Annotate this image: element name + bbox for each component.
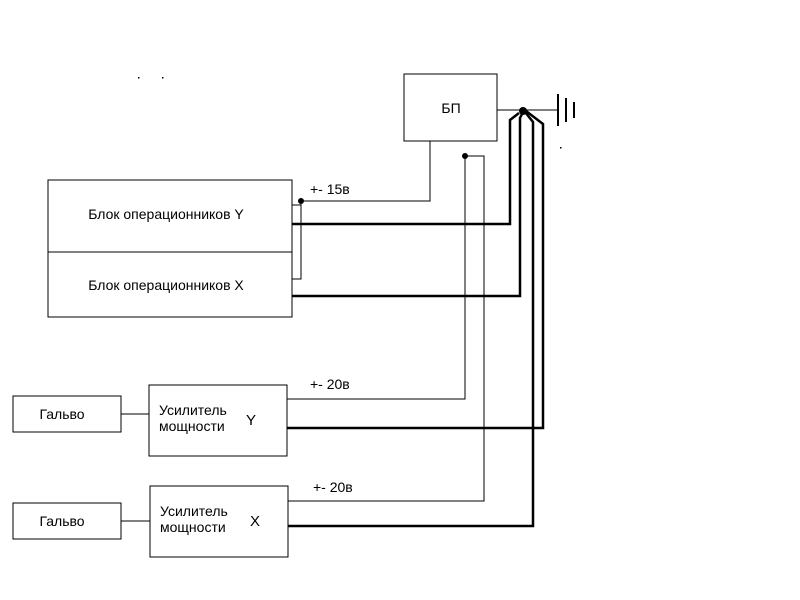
- galvo-x-label: Гальво: [39, 513, 84, 529]
- opamp-box: [47, 179, 293, 318]
- galvo-y-block: Гальво: [12, 395, 122, 433]
- supply-20v-y-wire: [287, 156, 466, 400]
- amp-x-label-line1: Усилитель: [160, 503, 228, 519]
- ground-return-opamp-y: [292, 112, 520, 226]
- amp-y-axis-label: Y: [246, 412, 256, 429]
- supply-15v-junction: [298, 198, 304, 204]
- opamp-y-label: Блок операционников Y: [88, 206, 244, 222]
- supply-15v-wire-x: [292, 201, 302, 280]
- amp-x-block: Усилитель мощности X: [149, 485, 289, 558]
- amp-x-axis-label: X: [250, 513, 260, 530]
- galvo-x-box: [12, 502, 122, 540]
- amp-y-label-line2: мощности: [159, 418, 225, 434]
- galvo-x-block: Гальво: [12, 502, 122, 540]
- amp-y-label-line1: Усилитель: [159, 402, 227, 418]
- speck: [560, 147, 562, 149]
- amp-x-label-line2: мощности: [160, 519, 226, 535]
- ground-return-opamp-x: [292, 113, 524, 298]
- supply-20v-x-wire: [288, 155, 485, 502]
- speck: [138, 77, 140, 79]
- psu-block: БП: [403, 73, 498, 142]
- speck: [162, 77, 164, 79]
- psu-box: [403, 73, 498, 142]
- opamp-x-label: Блок операционников X: [88, 277, 244, 293]
- amp-x-box: [149, 485, 289, 558]
- ground-return-amp-y: [287, 110, 545, 430]
- psu-label: БП: [441, 100, 460, 116]
- galvo-y-label: Гальво: [39, 406, 84, 422]
- supply-20v-x-label: +- 20в: [313, 479, 353, 495]
- supply-15v-label: +- 15в: [310, 181, 350, 197]
- supply-15v-wire: [301, 141, 431, 202]
- opamp-block: Блок операционников Y Блок операционнико…: [47, 179, 293, 318]
- amp-y-block: Усилитель мощности Y: [148, 384, 288, 457]
- ground-icon: [557, 94, 575, 126]
- ground-return-amp-x: [288, 111, 535, 528]
- amp-y-box: [148, 384, 288, 457]
- supply-20v-y-label: +- 20в: [310, 376, 350, 392]
